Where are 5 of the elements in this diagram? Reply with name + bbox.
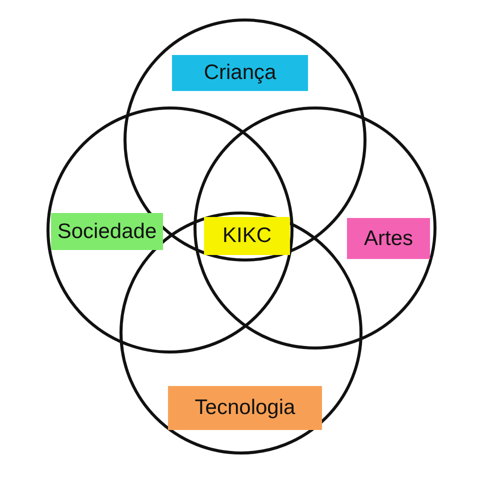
category-label: Criança <box>172 55 308 91</box>
category-label: Tecnologia <box>168 386 322 430</box>
category-label: Sociedade <box>51 213 163 250</box>
center-label: KIKC <box>204 217 290 255</box>
category-label: Artes <box>347 218 430 259</box>
